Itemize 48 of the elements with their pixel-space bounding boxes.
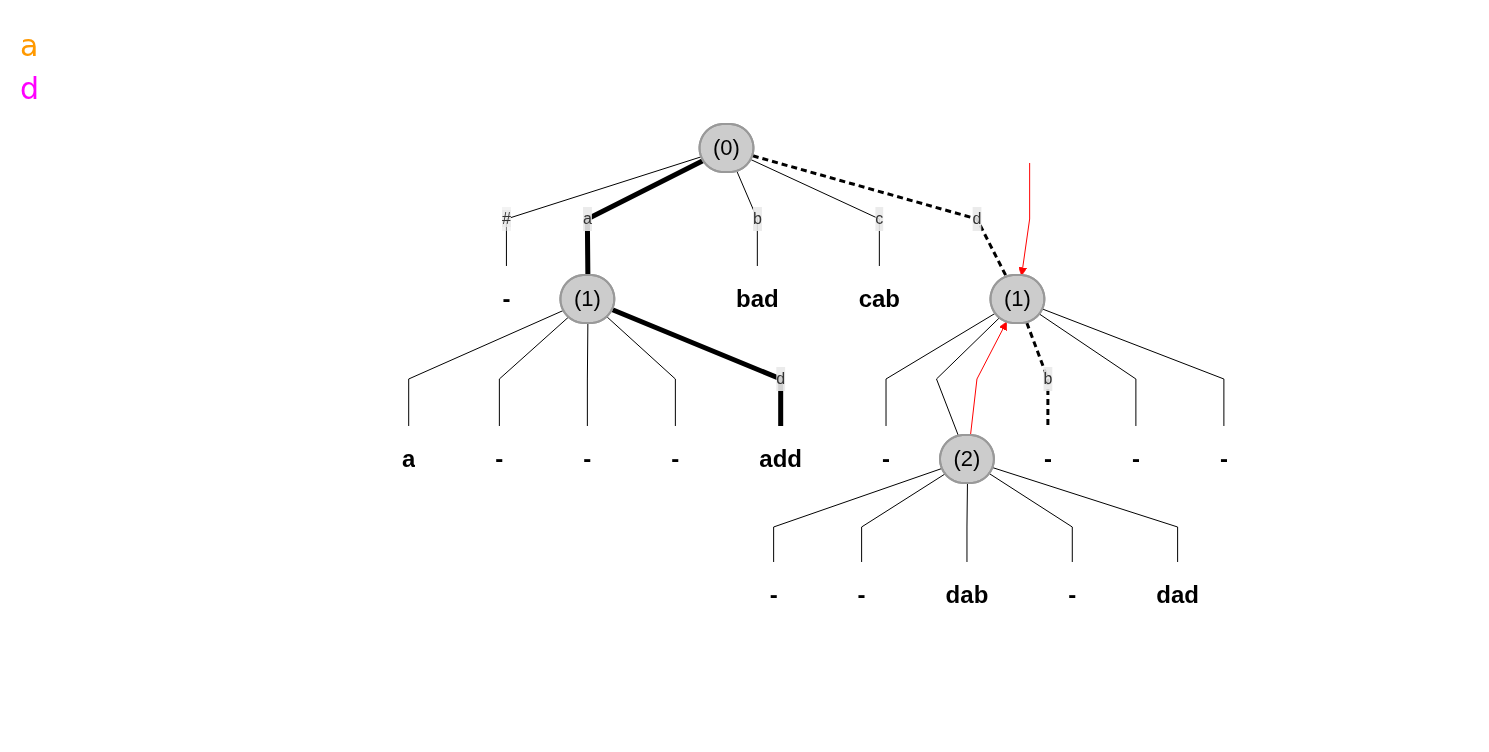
connector <box>935 317 1000 437</box>
connector <box>736 170 758 267</box>
connector <box>772 467 943 563</box>
connector <box>606 316 676 427</box>
connector <box>750 159 880 267</box>
arrow <box>969 321 1007 436</box>
node-text: a <box>401 444 415 472</box>
node-text: - <box>769 580 778 608</box>
connector <box>751 154 1008 278</box>
edge-label: b <box>752 210 762 227</box>
node-text: - <box>494 444 503 472</box>
connector <box>505 156 702 267</box>
connector <box>860 473 946 563</box>
connector <box>1038 313 1136 427</box>
edge-label: c <box>874 210 883 227</box>
node-text: - <box>857 580 866 608</box>
edge-label: # <box>501 210 511 227</box>
connector <box>611 307 783 426</box>
node-text: dab <box>945 580 988 608</box>
connector <box>498 316 569 427</box>
arrow <box>1017 162 1030 276</box>
connector <box>407 309 564 427</box>
node-text: - <box>1219 444 1228 472</box>
node-text: - <box>582 444 591 472</box>
edge-label: d <box>972 210 981 227</box>
node-text: bad <box>735 284 779 312</box>
edge-label: b <box>1042 369 1052 387</box>
connector <box>584 158 704 276</box>
node-text: - <box>670 444 679 472</box>
connector <box>1041 308 1224 427</box>
connector <box>586 323 588 427</box>
node-text: add <box>758 444 802 472</box>
connector <box>885 312 996 427</box>
connector <box>988 473 1073 563</box>
node-text: dad <box>1155 580 1199 608</box>
connector <box>966 483 968 563</box>
edge-label: a <box>582 210 592 227</box>
node-text: - <box>1131 444 1140 472</box>
connector <box>992 467 1178 563</box>
node-text: - <box>881 444 890 472</box>
node-text: - <box>1043 444 1052 472</box>
connector <box>1024 322 1049 426</box>
annotation-letter: a <box>20 28 40 63</box>
node-text: - <box>1067 580 1076 608</box>
edge-label: d <box>775 369 785 387</box>
node-text: cab <box>858 284 900 312</box>
annotation-letter: d <box>20 71 41 106</box>
node-text: - <box>501 284 510 312</box>
